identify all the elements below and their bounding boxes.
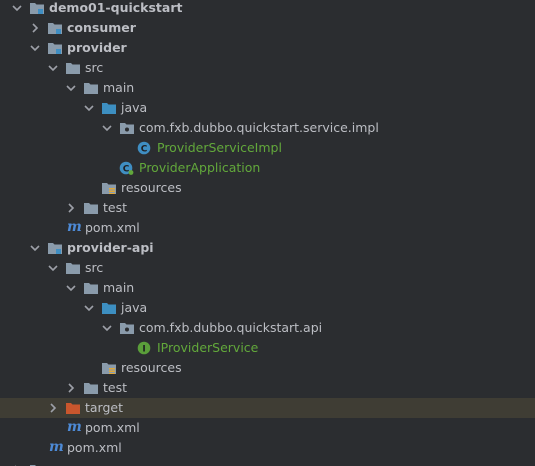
- tree-node-resources[interactable]: resources: [0, 358, 535, 378]
- chevron-down-icon[interactable]: [82, 101, 96, 115]
- tree-node-java[interactable]: java: [0, 98, 535, 118]
- package-icon: [120, 323, 134, 334]
- tree-node-label: ProviderApplication: [139, 160, 261, 175]
- excluded-folder-icon: [66, 403, 80, 414]
- package-icon: [120, 123, 134, 134]
- tree-node-partial: [0, 460, 535, 466]
- maven-icon: m: [67, 419, 82, 435]
- tree-node-label: demo01-quickstart: [49, 0, 183, 15]
- tree-node-package-service-impl[interactable]: com.fxb.dubbo.quickstart.service.impl: [0, 118, 535, 138]
- tree-node-label: java: [121, 100, 148, 115]
- chevron-down-icon[interactable]: [28, 41, 42, 55]
- tree-node-label: java: [121, 300, 148, 315]
- folder-icon: [84, 203, 98, 214]
- tree-node-pom-xml[interactable]: m pom.xml: [0, 418, 535, 438]
- tree-node-label: com.fxb.dubbo.quickstart.service.impl: [139, 120, 379, 135]
- folder-icon: [66, 63, 80, 74]
- chevron-down-icon[interactable]: [64, 81, 78, 95]
- tree-node-label: ProviderServiceImpl: [157, 140, 282, 155]
- tree-node-label: pom.xml: [85, 220, 140, 235]
- tree-node-provider-service-impl[interactable]: C ProviderServiceImpl: [0, 138, 535, 158]
- resources-folder-icon: [102, 183, 116, 194]
- svg-text:I: I: [142, 345, 145, 355]
- tree-node-label: IProviderService: [157, 340, 259, 355]
- tree-node-iprovider-service[interactable]: I IProviderService: [0, 338, 535, 358]
- tree-node-label: resources: [121, 180, 182, 195]
- source-folder-icon: [102, 303, 116, 314]
- tree-node-package-api[interactable]: com.fxb.dubbo.quickstart.api: [0, 318, 535, 338]
- class-icon: C: [137, 141, 151, 155]
- maven-icon: m: [49, 439, 64, 455]
- module-folder-icon: [48, 23, 62, 34]
- svg-text:C: C: [141, 145, 148, 155]
- tree-node-provider-application[interactable]: C ProviderApplication: [0, 158, 535, 178]
- tree-node-src[interactable]: src: [0, 258, 535, 278]
- tree-node-label: target: [85, 400, 124, 415]
- chevron-down-icon[interactable]: [100, 321, 114, 335]
- tree-node-demo01-quickstart[interactable]: demo01-quickstart: [0, 0, 535, 18]
- chevron-right-icon[interactable]: [64, 381, 78, 395]
- tree-node-test[interactable]: test: [0, 378, 535, 398]
- chevron-right-icon[interactable]: [28, 21, 42, 35]
- spring-class-icon: C: [119, 161, 134, 175]
- folder-icon: [84, 383, 98, 394]
- tree-node-label: main: [103, 280, 135, 295]
- tree-node-label: src: [85, 60, 104, 75]
- tree-node-target[interactable]: target: [0, 398, 535, 418]
- tree-node-label: main: [103, 80, 135, 95]
- chevron-down-icon[interactable]: [46, 61, 60, 75]
- tree-node-label: resources: [121, 360, 182, 375]
- tree-node-consumer[interactable]: consumer: [0, 18, 535, 38]
- tree-node-pom-xml[interactable]: m pom.xml: [0, 218, 535, 238]
- tree-node-label: com.fxb.dubbo.quickstart.api: [139, 320, 323, 335]
- chevron-down-icon[interactable]: [100, 121, 114, 135]
- chevron-down-icon[interactable]: [82, 301, 96, 315]
- module-folder-icon: [48, 243, 62, 254]
- maven-icon: m: [67, 219, 82, 235]
- folder-icon: [66, 263, 80, 274]
- resources-folder-icon: [102, 363, 116, 374]
- tree-node-resources[interactable]: resources: [0, 178, 535, 198]
- tree-node-provider[interactable]: provider: [0, 38, 535, 58]
- module-folder-icon: [48, 43, 62, 54]
- tree-node-label: test: [103, 200, 128, 215]
- chevron-down-icon[interactable]: [28, 241, 42, 255]
- tree-node-label: src: [85, 260, 104, 275]
- chevron-down-icon[interactable]: [46, 261, 60, 275]
- tree-node-label: consumer: [67, 20, 136, 35]
- chevron-down-icon[interactable]: [64, 281, 78, 295]
- tree-node-main[interactable]: main: [0, 78, 535, 98]
- chevron-down-icon[interactable]: [10, 1, 24, 15]
- tree-node-label: provider: [67, 40, 127, 55]
- chevron-right-icon[interactable]: [46, 401, 60, 415]
- folder-icon: [84, 83, 98, 94]
- tree-node-src[interactable]: src: [0, 58, 535, 78]
- chevron-right-icon[interactable]: [64, 201, 78, 215]
- svg-text:C: C: [123, 165, 130, 175]
- tree-node-label: pom.xml: [67, 440, 122, 455]
- interface-icon: I: [137, 341, 151, 355]
- tree-node-provider-api[interactable]: provider-api: [0, 238, 535, 258]
- tree-node-java[interactable]: java: [0, 298, 535, 318]
- module-folder-icon: [30, 3, 44, 14]
- tree-node-label: provider-api: [67, 240, 154, 255]
- tree-node-pom-xml[interactable]: m pom.xml: [0, 438, 535, 458]
- folder-icon: [84, 283, 98, 294]
- tree-node-label: test: [103, 380, 128, 395]
- tree-node-label: pom.xml: [85, 420, 140, 435]
- tree-node-test[interactable]: test: [0, 198, 535, 218]
- source-folder-icon: [102, 103, 116, 114]
- tree-node-main[interactable]: main: [0, 278, 535, 298]
